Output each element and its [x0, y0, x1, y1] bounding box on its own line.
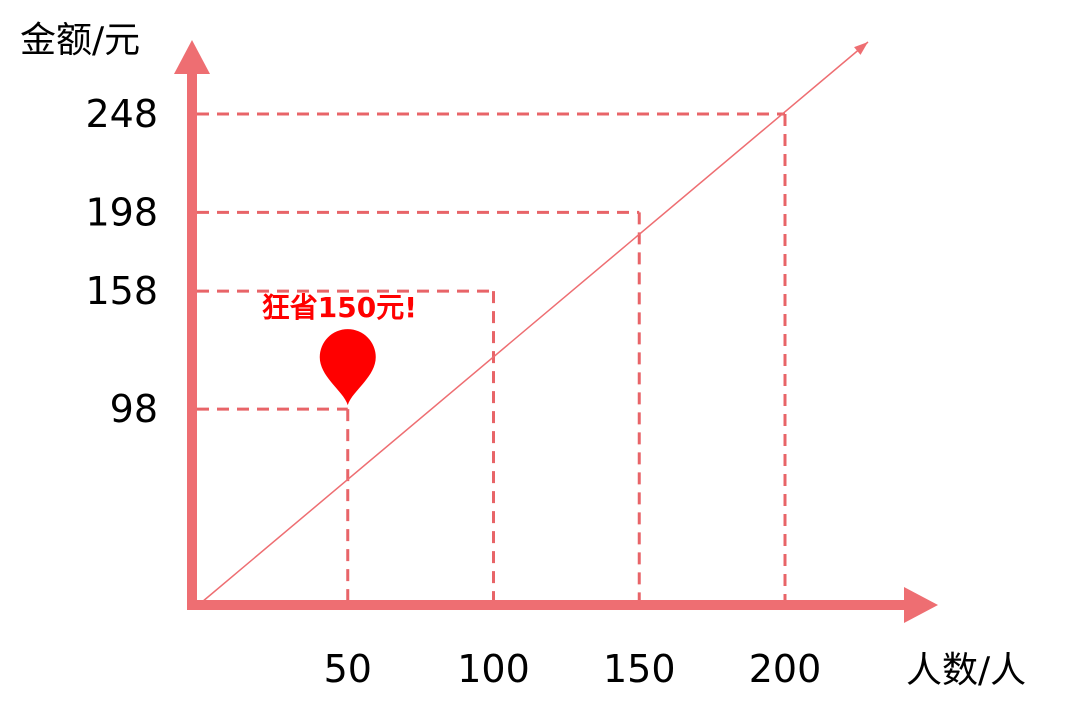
y-tick-label: 158	[85, 269, 158, 313]
trend-line-arrowhead	[854, 42, 868, 55]
x-tick-label: 50	[324, 647, 372, 691]
x-tick-label: 100	[457, 647, 530, 691]
y-tick-labels: 98 158 198 248	[85, 92, 158, 431]
savings-callout: 狂省150元!	[262, 291, 417, 324]
y-axis	[174, 40, 210, 610]
x-axis-title: 人数/人	[906, 650, 1026, 691]
guide-lines	[197, 112, 787, 600]
map-pin-icon	[319, 329, 376, 406]
x-axis-arrowhead	[904, 587, 938, 623]
trend-line	[201, 41, 869, 603]
x-axis-line	[187, 600, 907, 610]
y-axis-arrowhead	[174, 40, 210, 74]
x-axis	[187, 587, 938, 623]
y-tick-label: 198	[85, 190, 158, 234]
x-tick-label: 150	[603, 647, 676, 691]
x-tick-labels: 50 100 150 200	[324, 647, 822, 691]
y-axis-line	[187, 64, 197, 610]
y-axis-title: 金额/元	[20, 20, 140, 61]
y-tick-label: 98	[110, 387, 158, 431]
y-tick-label: 248	[85, 92, 158, 136]
x-tick-label: 200	[749, 647, 822, 691]
